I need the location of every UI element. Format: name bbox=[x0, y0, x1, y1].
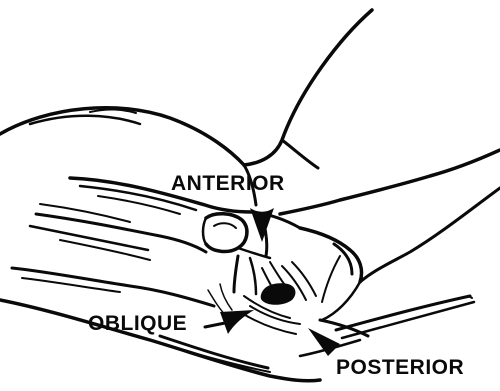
radial-head-opening bbox=[261, 283, 296, 305]
humeral-condyle bbox=[203, 212, 300, 258]
posterior-label: POSTERIOR bbox=[336, 357, 464, 378]
anterior-label: ANTERIOR bbox=[171, 173, 285, 194]
anterior-arrow bbox=[250, 208, 274, 242]
posterior-arrow bbox=[308, 328, 340, 356]
oblique-label: OBLIQUE bbox=[88, 313, 187, 334]
forearm-right-side bbox=[300, 188, 500, 320]
oblique-arrow bbox=[205, 310, 254, 334]
